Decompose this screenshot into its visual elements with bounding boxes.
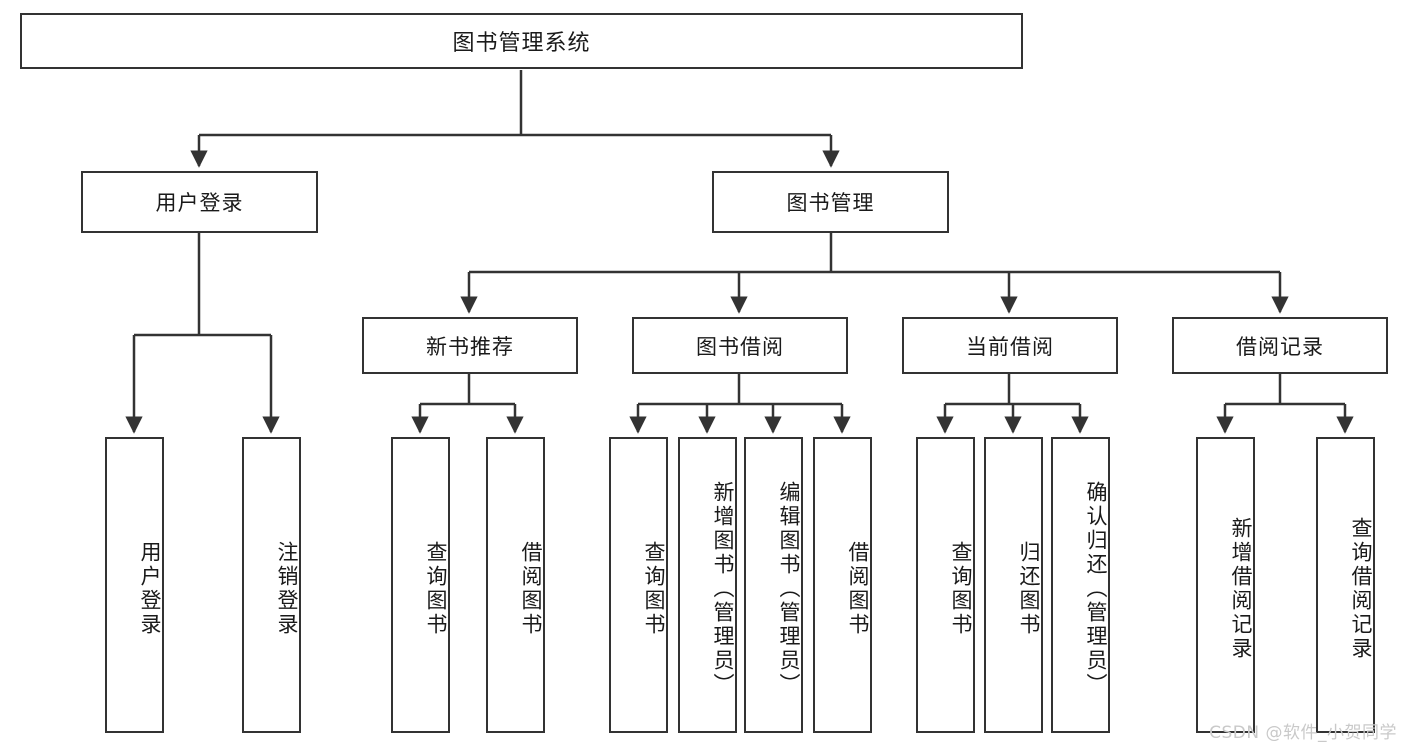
leaf-current-borrow-2[interactable]: 归还图书 — [984, 437, 1043, 733]
leaf-user-login-2[interactable]: 注销登录 — [242, 437, 301, 733]
node-borrow-record[interactable]: 借阅记录 — [1172, 317, 1388, 374]
leaf-borrow-record-1[interactable]: 新增借阅记录 — [1196, 437, 1255, 733]
node-book-manage[interactable]: 图书管理 — [712, 171, 949, 233]
node-current-borrow[interactable]: 当前借阅 — [902, 317, 1118, 374]
node-borrow-book[interactable]: 图书借阅 — [632, 317, 848, 374]
leaf-user-login-1[interactable]: 用户登录 — [105, 437, 164, 733]
leaf-new-book-1[interactable]: 查询图书 — [391, 437, 450, 733]
node-root[interactable]: 图书管理系统 — [20, 13, 1023, 69]
leaf-current-borrow-1[interactable]: 查询图书 — [916, 437, 975, 733]
leaf-borrow-book-4[interactable]: 借阅图书 — [813, 437, 872, 733]
leaf-borrow-book-2[interactable]: 新增图书（管理员） — [678, 437, 737, 733]
leaf-borrow-record-2[interactable]: 查询借阅记录 — [1316, 437, 1375, 733]
leaf-borrow-book-1[interactable]: 查询图书 — [609, 437, 668, 733]
node-new-book[interactable]: 新书推荐 — [362, 317, 578, 374]
leaf-borrow-book-3[interactable]: 编辑图书（管理员） — [744, 437, 803, 733]
leaf-current-borrow-3[interactable]: 确认归还（管理员） — [1051, 437, 1110, 733]
leaf-new-book-2[interactable]: 借阅图书 — [486, 437, 545, 733]
node-user-login[interactable]: 用户登录 — [81, 171, 318, 233]
watermark-text: CSDN @软件_小贺同学 — [1209, 723, 1397, 743]
